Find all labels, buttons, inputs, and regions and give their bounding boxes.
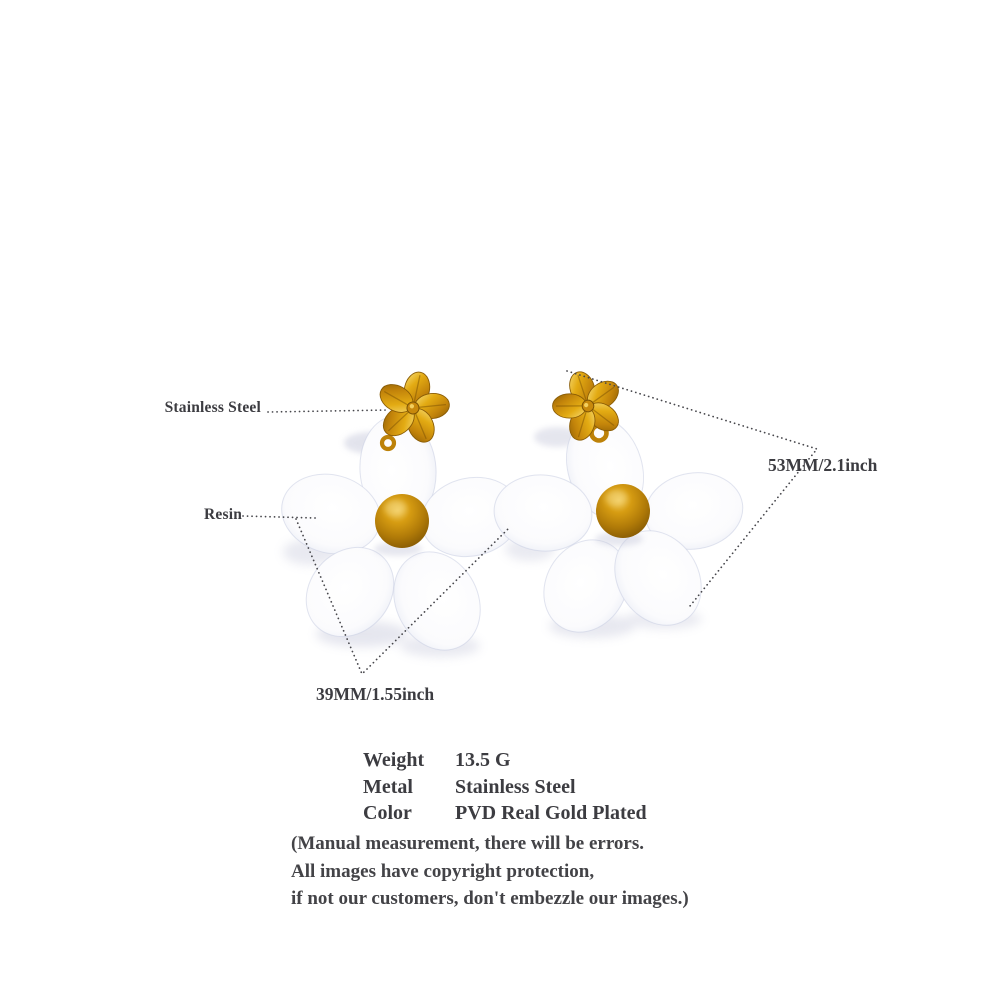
right-dome-highlight [605,490,627,506]
disclaimer-line-3: if not our customers, don't embezzle our… [291,888,689,909]
left-gold-flower [379,371,450,443]
label-stainless-steel: Stainless Steel [164,399,261,416]
spec-value: 13.5 G [455,749,511,771]
label-width-measurement: 39MM/1.55inch [316,684,435,704]
right-gold-flower [552,371,619,441]
spec-row-metal: Metal Stainless Steel [363,774,647,801]
disclaimer-line-1: (Manual measurement, there will be error… [291,833,645,854]
measure-line-width [295,518,509,676]
spec-label: Weight [363,749,425,771]
spec-row-weight: Weight 13.5 G [363,747,647,774]
spec-table: Weight 13.5 G Metal Stainless Steel Colo… [363,747,647,827]
left-dome-highlight [384,500,406,516]
left-resin-flower [281,415,522,651]
spec-row-color: Color PVD Real Gold Plated [363,800,647,827]
spec-value: Stainless Steel [455,775,576,798]
label-length-measurement: 53MM/2.1inch [768,455,878,475]
disclaimer-line-2: All images have copyright protection, [291,860,595,882]
left-jump-ring [379,434,397,452]
label-resin: Resin [204,506,243,523]
spec-value: PVD Real Gold Plated [455,802,647,824]
pointer-line-resin [242,515,317,519]
spec-label: Color [363,802,412,824]
disclaimer: (Manual measurement, there will be error… [291,830,689,913]
pointer-line-stainless-steel [267,409,389,413]
spec-label: Metal [363,775,413,798]
measure-line-length [566,370,819,607]
